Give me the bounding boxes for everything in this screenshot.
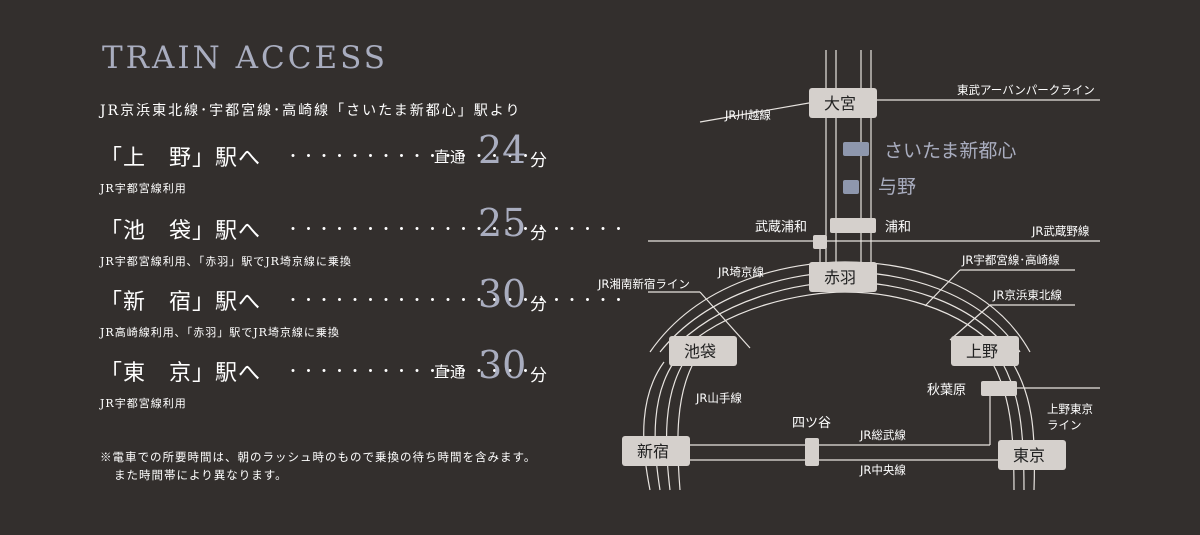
station-akabane-label: 赤羽 <box>824 268 856 287</box>
route-destination: 「上 野」駅へ <box>100 146 262 171</box>
station-tokyo-label: 東京 <box>1013 446 1045 465</box>
minutes-unit: 分 <box>530 151 547 171</box>
route-destination: 「新 宿」駅へ <box>100 290 262 315</box>
direct-label: 直通 <box>434 363 467 381</box>
station-akihabara-label: 秋葉原 <box>927 383 966 398</box>
line-musashino-label: JR武蔵野線 <box>1031 224 1090 238</box>
disclaimer-line-1: ※電車での所要時間は、朝のラッシュ時のもので乗換の待ち時間を含みます。 <box>100 450 537 464</box>
line-kawagoe-label: JR川越線 <box>724 108 771 122</box>
travel-minutes: 30 <box>478 272 527 316</box>
disclaimer-line-2: また時間帯により異なります。 <box>114 468 288 482</box>
leader-dots: ・・・・・・・・・・・・・・・・・・・・・・ <box>286 293 627 309</box>
route-note: JR宇都宮線利用､「赤羽」駅でJR埼京線に乗換 <box>100 255 352 268</box>
route-destination: 「東 京」駅へ <box>100 361 262 386</box>
leader-dots: ・・・・・・・・・・・・・・・・ <box>286 364 534 380</box>
line-ueno-tokyo-label-1: 上野東京 <box>1047 402 1093 416</box>
station-ikebukuro <box>669 336 737 366</box>
station-omiya-label: 大宮 <box>824 94 856 113</box>
line-tobu-label: 東武アーバンパークライン <box>957 83 1095 97</box>
line-chuo-label: JR中央線 <box>859 463 906 477</box>
station-tokyo <box>998 440 1066 470</box>
travel-minutes: 25 <box>478 201 527 245</box>
leader-dots: ・・・・・・・・・・・・・・・・・・・・・・ <box>286 222 627 238</box>
station-musashi-urawa <box>813 235 827 249</box>
route-note: JR宇都宮線利用 <box>100 397 187 410</box>
leader-dots: ・・・・・・・・・・・・・・・・ <box>286 149 534 165</box>
travel-minutes: 24 <box>478 128 527 172</box>
route-tokyo: 「東 京」駅へ ・・・・・・・・・・・・・・・・ 直通 30 分 JR宇都宮線利… <box>100 343 560 415</box>
station-saitama-shintoshin-label: さいたま新都心 <box>884 140 1016 162</box>
origin-line: JR京浜東北線･宇都宮線･高崎線「さいたま新都心」駅より <box>100 103 522 119</box>
route-destination: 「池 袋」駅へ <box>100 219 262 244</box>
station-yotsuya <box>805 438 819 466</box>
route-ueno: 「上 野」駅へ ・・・・・・・・・・・・・・・・ 直通 24 分 JR宇都宮線利… <box>100 128 560 200</box>
line-sobu-label: JR総武線 <box>859 428 906 442</box>
line-yamanote-label: JR山手線 <box>695 391 742 405</box>
station-akihabara <box>981 381 1017 396</box>
minutes-unit: 分 <box>530 295 547 315</box>
direct-label: 直通 <box>434 148 467 166</box>
station-yotsuya-label: 四ツ谷 <box>792 416 831 431</box>
route-note: JR高崎線利用､「赤羽」駅でJR埼京線に乗換 <box>100 326 340 339</box>
route-note: JR宇都宮線利用 <box>100 182 187 195</box>
route-ikebukuro: 「池 袋」駅へ ・・・・・・・・・・・・・・・・・・・・・・ 25 分 JR宇都… <box>100 201 626 273</box>
travel-minutes: 30 <box>478 343 527 387</box>
station-saitama-shintoshin <box>843 142 869 156</box>
station-musashi-urawa-label: 武蔵浦和 <box>755 220 807 235</box>
station-ueno <box>951 336 1019 366</box>
station-urawa <box>830 218 876 233</box>
station-shinjuku-label: 新宿 <box>637 442 669 461</box>
route-shinjuku: 「新 宿」駅へ ・・・・・・・・・・・・・・・・・・・・・・ 30 分 JR高崎… <box>100 272 626 344</box>
line-shonan-shinjuku-label: JR湘南新宿ライン <box>597 277 690 291</box>
station-ikebukuro-label: 池袋 <box>684 342 716 361</box>
line-saikyo-label: JR埼京線 <box>717 265 764 279</box>
station-ueno-label: 上野 <box>966 342 998 361</box>
station-yono <box>843 180 859 194</box>
page-title: TRAIN ACCESS <box>102 40 389 76</box>
station-omiya <box>809 88 877 118</box>
station-akabane <box>809 262 877 292</box>
station-yono-label: 与野 <box>878 176 916 198</box>
station-shinjuku <box>622 436 690 466</box>
minutes-unit: 分 <box>530 366 547 386</box>
station-urawa-label: 浦和 <box>885 220 911 235</box>
line-keihin-tohoku-label: JR京浜東北線 <box>992 288 1062 302</box>
disclaimer: ※電車での所要時間は、朝のラッシュ時のもので乗換の待ち時間を含みます。 また時間… <box>100 448 536 484</box>
line-utsunomiya-takasaki-label: JR宇都宮線･高崎線 <box>961 253 1060 267</box>
line-ueno-tokyo-label-2: ライン <box>1047 418 1082 432</box>
minutes-unit: 分 <box>530 224 547 244</box>
